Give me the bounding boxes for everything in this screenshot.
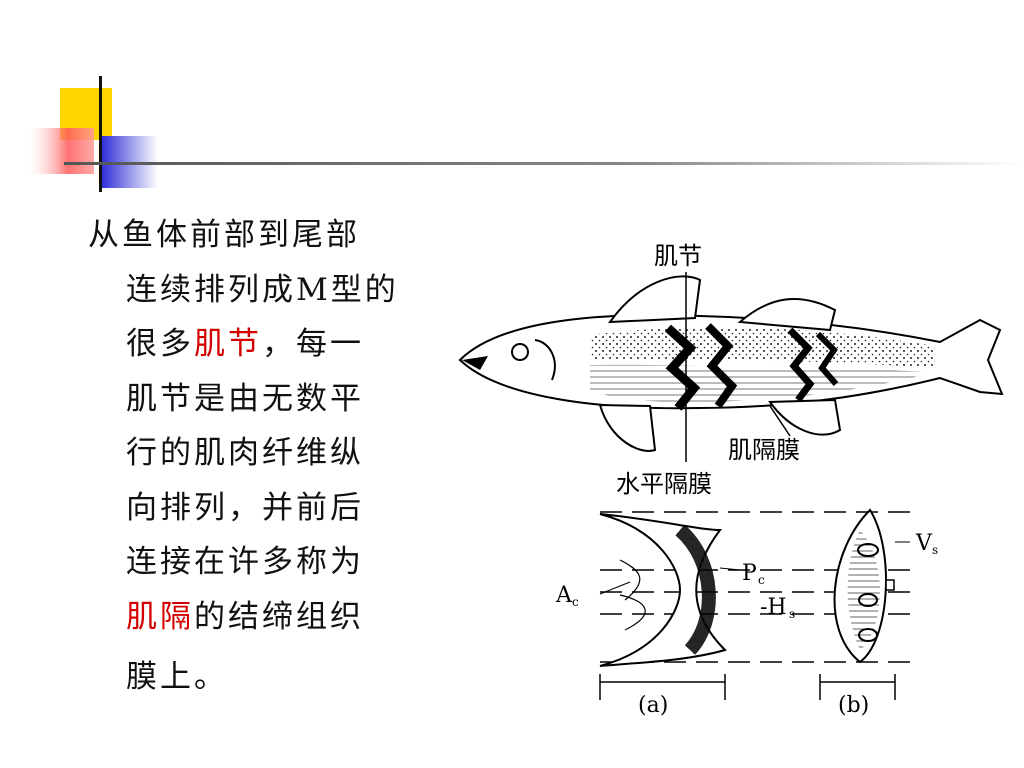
cross-section-diagrams: [599, 508, 910, 700]
label-myoseptum: 肌隔膜: [728, 436, 800, 464]
text-line-1: 从鱼体前部到尾部: [88, 217, 360, 253]
label-ac: A: [555, 583, 573, 608]
body-text: 从鱼体前部到尾部 连续排列成M型的 很多肌节，每一 肌节是由无数平 行的肌肉纤维…: [88, 208, 428, 705]
label-myomere: 肌节: [654, 242, 702, 270]
text-line-8: 肌隔的结缔组织: [88, 590, 428, 645]
label-pc-sub: c: [758, 573, 765, 587]
label-hs: -H: [760, 595, 787, 620]
text-line-3-pre: 很多: [126, 326, 194, 362]
text-line-3-post: ，每一: [262, 326, 364, 362]
label-hs-sub: s: [789, 607, 795, 621]
vertical-line: [99, 76, 102, 192]
text-line-6: 向排列，并前后: [126, 489, 364, 526]
fish-muscle-figure: 肌节 肌隔膜 水平隔膜: [440, 230, 1020, 730]
label-vs-sub: s: [932, 543, 938, 557]
text-line-7: 连接在许多称为: [126, 544, 364, 580]
label-horizontal-septum: 水平隔膜: [616, 470, 712, 498]
label-b: (b): [838, 693, 869, 718]
horizontal-rule: [64, 162, 1024, 165]
text-line-9: 膜上。: [126, 659, 228, 695]
text-line-8-post: 的结缔组织: [194, 598, 364, 635]
label-ac-sub: c: [572, 595, 579, 609]
highlight-myomere: 肌节: [194, 326, 262, 362]
ornament-graphic: [28, 76, 1024, 192]
label-vs: V: [915, 531, 933, 556]
fish-body: [458, 275, 1004, 452]
highlight-myoseptum: 肌隔: [126, 598, 194, 635]
text-line-4: 肌节是由无数平: [126, 380, 364, 417]
label-a: (a): [638, 693, 668, 718]
fish-diagram: 肌节 肌隔膜 水平隔膜: [458, 242, 1004, 718]
red-square: [28, 128, 94, 174]
text-line-3: 很多肌节，每一: [88, 317, 428, 372]
text-line-5: 行的肌肉纤维纵: [126, 435, 364, 471]
title-ornament: [0, 0, 1024, 200]
text-line-2: 连续排列成M型的: [126, 271, 399, 308]
label-pc: P: [742, 561, 757, 586]
